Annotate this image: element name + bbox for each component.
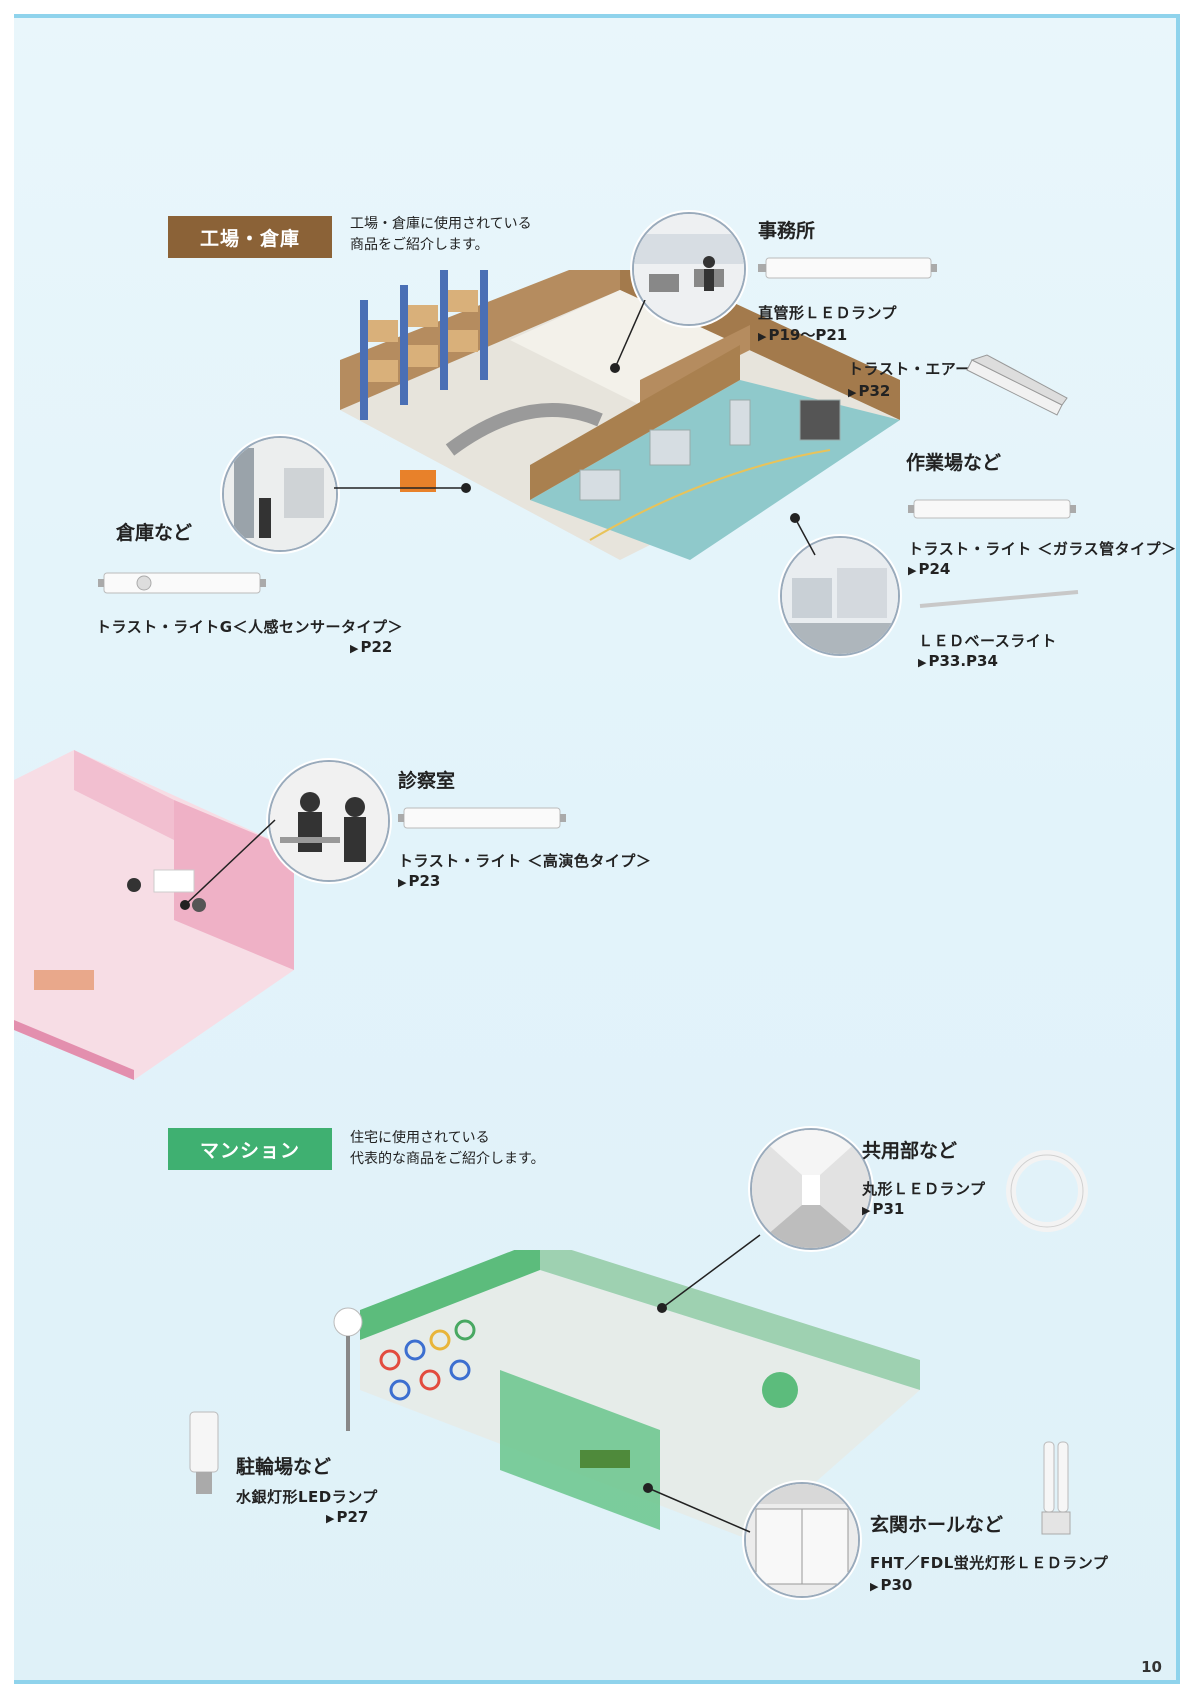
reception-counter: [34, 970, 94, 990]
office-scene: [634, 214, 744, 324]
entrance-callout-circle: [744, 1482, 860, 1598]
workshop-ref: ▶P24: [908, 560, 951, 578]
factory-section-tag: 工場・倉庫: [168, 216, 332, 258]
bike-parking-label: 駐輪場など: [236, 1456, 332, 1478]
warehouse-scene: [224, 438, 336, 550]
common-leader-line: [657, 1234, 761, 1313]
office-ref: ▶P19～P21: [758, 326, 848, 344]
office-label: 事務所: [758, 220, 816, 242]
mansion-wall-left: [360, 1250, 540, 1340]
high-cri-lamp-image: [398, 807, 566, 829]
frame-line: [14, 1680, 1180, 1684]
entrance-label: 玄関ホールなど: [870, 1514, 1004, 1536]
entrance-mat: [580, 1450, 630, 1468]
warehouse-product: トラスト・ライトG＜人感センサータイプ＞: [96, 618, 404, 636]
frame-line: [1176, 14, 1180, 1684]
warehouse-leader-line: [334, 483, 471, 493]
frame-line: [14, 14, 1180, 18]
entrance-leader-line: [643, 1483, 751, 1533]
workshop-label: 作業場など: [906, 452, 1002, 474]
street-lamp-image: [333, 1307, 363, 1431]
warehouse-ref: ▶P22: [350, 638, 393, 656]
base-light-ref: ▶P33.P34: [918, 652, 998, 670]
entrance-scene: [746, 1484, 858, 1596]
office-callout-circle: [632, 212, 746, 326]
bike-parking-ref: ▶P27: [326, 1508, 369, 1526]
air-ref: ▶P32: [848, 382, 891, 400]
base-light-product: ＬＥＤベースライト: [918, 632, 1057, 650]
office-product: 直管形ＬＥＤランプ: [758, 304, 898, 322]
straight-led-lamp-image: [758, 257, 937, 279]
clinic-callout-circle: [268, 760, 390, 882]
page-margin-left: [0, 0, 14, 1698]
floor-line: [589, 449, 831, 541]
warehouse-racks: [360, 270, 488, 420]
lounge-table: [762, 1372, 798, 1408]
clinic-scene: [270, 762, 388, 880]
page-margin-right: [1180, 0, 1200, 1698]
factory-intro: 工場・倉庫に使用されている 商品をご紹介します。: [350, 216, 532, 253]
fht-fdl-lamp-image: [1041, 1441, 1071, 1535]
factory-illustration: [340, 270, 900, 560]
warehouse-label: 倉庫など: [116, 522, 193, 544]
mansion-intro: 住宅に使用されている 代表的な商品をご紹介します。: [350, 1130, 545, 1167]
conveyor: [445, 403, 603, 456]
led-base-light-image: [919, 590, 1079, 608]
circular-led-lamp-image: [1006, 1150, 1088, 1232]
sensor-lamp-image: [98, 572, 266, 594]
common-area-product: 丸形ＬＥＤランプ: [862, 1180, 986, 1198]
clinic-desk: [153, 869, 195, 893]
page-margin-bottom: [0, 1684, 1200, 1698]
common-area-callout-circle: [750, 1128, 872, 1250]
clinic-ref: ▶P23: [398, 872, 441, 890]
entrance-ref: ▶P30: [870, 1576, 913, 1594]
workshop-wall: [530, 345, 740, 500]
bicycles: [379, 1319, 476, 1401]
office-leader-line: [610, 300, 646, 373]
workshop-machines: [579, 399, 841, 501]
common-area-label: 共用部など: [862, 1140, 958, 1162]
workshop-callout-circle: [780, 536, 900, 656]
glass-tube-lamp-image: [908, 499, 1076, 519]
clinic-label: 診察室: [398, 770, 456, 792]
warehouse-callout-circle: [222, 436, 338, 552]
clinic-wall: [74, 750, 174, 840]
mercury-led-lamp-image: [189, 1411, 219, 1494]
mansion-wall-right: [540, 1250, 920, 1390]
trust-air-image: [966, 354, 1068, 416]
mansion-illustration: [360, 1250, 920, 1540]
mansion-floor: [360, 1270, 920, 1540]
bike-parking-product: 水銀灯形LEDランプ: [236, 1488, 378, 1506]
air-product: トラスト・エアー: [848, 360, 971, 378]
workshop-scene: [782, 538, 898, 654]
clinic-product: トラスト・ライト ＜高演色タイプ＞: [398, 852, 652, 870]
warehouse-boxes: [368, 290, 478, 382]
workshop-leader-line: [790, 513, 816, 556]
entrance-product: FHT／FDL蛍光灯形ＬＥＤランプ: [870, 1554, 1109, 1572]
forklift: [400, 470, 436, 492]
clinic-leader-line: [180, 819, 276, 910]
corridor-scene: [752, 1130, 870, 1248]
page-number: 10: [1141, 1658, 1162, 1676]
clinic-illustration: [14, 750, 294, 1080]
common-area-ref: ▶P31: [862, 1200, 905, 1218]
office-room-wall: [640, 325, 750, 405]
clinic-wall-right: [174, 800, 294, 970]
page-margin-top: [0, 0, 1200, 14]
workshop-product: トラスト・ライト ＜ガラス管タイプ＞: [908, 540, 1177, 558]
mansion-section-tag: マンション: [168, 1128, 332, 1170]
